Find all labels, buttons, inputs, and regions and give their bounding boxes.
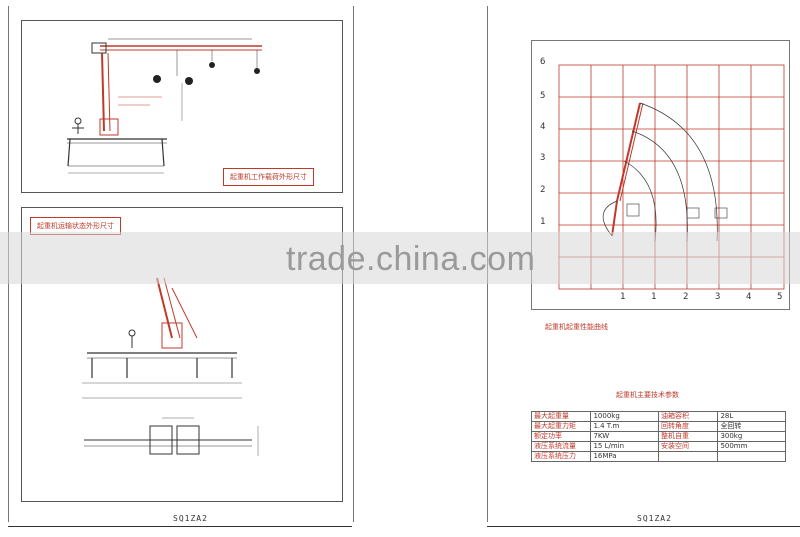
spec-key: 安装空间: [657, 441, 719, 452]
x-tick-5: 5: [777, 292, 783, 302]
spec-table-title: 起重机主要技术参数: [616, 391, 679, 399]
y-tick-3: 3: [540, 153, 546, 163]
spec-value: 1000kg: [590, 411, 659, 422]
y-tick-2: 2: [540, 185, 546, 195]
spec-value: 1.4 T.m: [590, 421, 659, 432]
right-bottom-rule: [487, 526, 800, 527]
spec-value: 全回转: [717, 421, 786, 432]
spec-value: 15 L/min: [590, 441, 659, 452]
working-state-caption: 起重机工作载荷外形尺寸: [223, 168, 314, 186]
y-tick-5: 5: [540, 91, 546, 101]
table-row: 最大起重量 1000kg 油箱容积 28L: [530, 411, 786, 422]
watermark-text: trade.china.com: [286, 240, 536, 278]
spec-key: 回转角度: [657, 421, 719, 432]
spec-value: 300kg: [717, 431, 786, 442]
x-tick-3: 3: [715, 292, 721, 302]
left-sheet-footer: SQ1ZA2: [173, 514, 208, 523]
spec-key: 最大起重力矩: [530, 421, 592, 432]
y-tick-4: 4: [540, 122, 546, 132]
spec-value: 500mm: [717, 441, 786, 452]
x-tick-2: 2: [683, 292, 689, 302]
working-state-drawing-panel: 起重机工作载荷外形尺寸: [21, 20, 343, 193]
y-tick-6: 6: [540, 57, 546, 67]
x-tick-4: 4: [746, 292, 752, 302]
spec-key: 油箱容积: [657, 411, 719, 422]
x-tick-1a: 1: [620, 292, 626, 302]
crane-transport-drawing: [82, 277, 259, 456]
spec-key: [657, 451, 719, 462]
spec-key: 最大起重量: [530, 411, 592, 422]
spec-value: 28L: [717, 411, 786, 422]
watermark-band: [0, 232, 800, 284]
table-row: 最大起重力矩 1.4 T.m 回转角度 全回转: [530, 421, 786, 432]
spec-key: 额定功率: [530, 431, 592, 442]
spec-key: 液压系统压力: [530, 451, 592, 462]
table-row: 液压系统压力 16MPa: [530, 451, 786, 462]
table-row: 额定功率 7KW 整机自重 300kg: [530, 431, 786, 442]
spec-value: 7KW: [590, 431, 659, 442]
spec-value: 16MPa: [590, 451, 659, 462]
load-chart-caption: 起重机起重性能曲线: [545, 323, 608, 331]
spec-key: 整机自重: [657, 431, 719, 442]
y-tick-1: 1: [540, 217, 546, 227]
table-row: 液压系统流量 15 L/min 安装空间 500mm: [530, 441, 786, 452]
crane-working-drawing: [67, 38, 262, 174]
spec-table: 最大起重量 1000kg 油箱容积 28L 最大起重力矩 1.4 T.m 回转角…: [530, 411, 786, 462]
right-sheet-footer: SQ1ZA2: [637, 514, 672, 523]
left-bottom-rule: [8, 526, 352, 527]
spec-key: 液压系统流量: [530, 441, 592, 452]
x-tick-1b: 1: [651, 292, 657, 302]
spec-value: [717, 451, 786, 462]
